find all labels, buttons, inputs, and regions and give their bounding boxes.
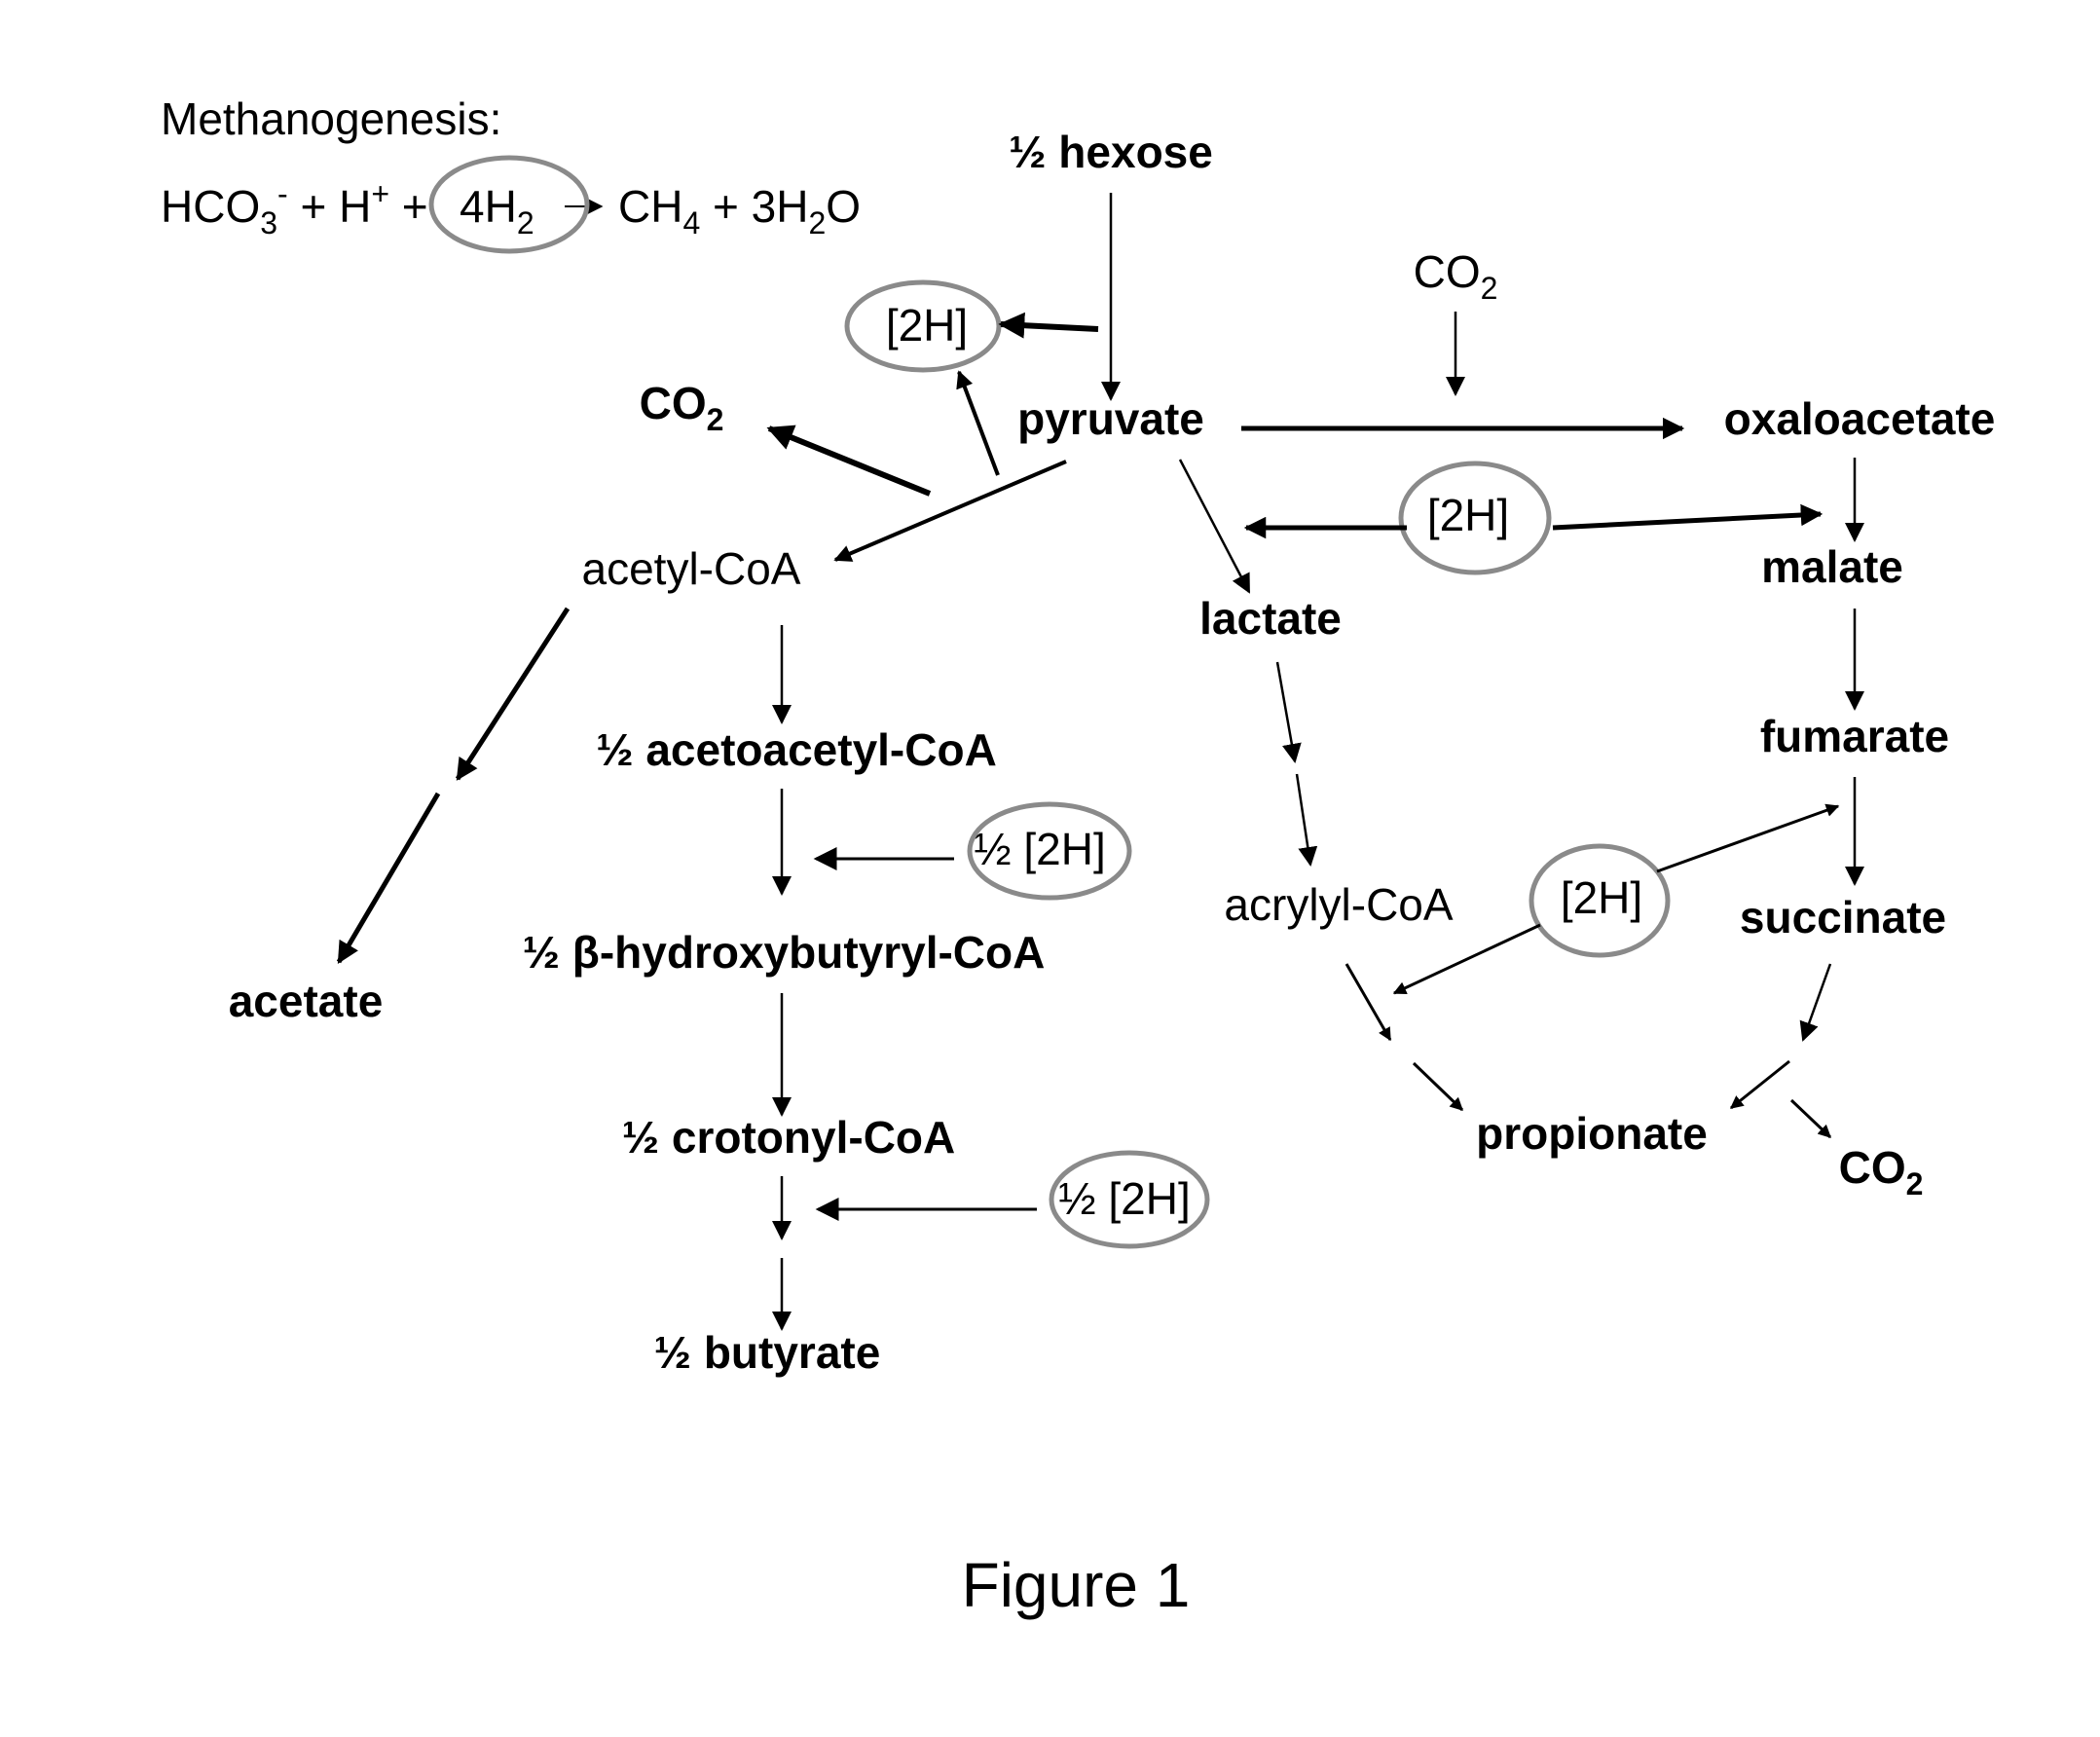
- arrow-acetylcoa-acetate-2: [339, 794, 438, 962]
- arrow-split-co2: [1791, 1100, 1830, 1137]
- node-succinate: succinate: [1740, 892, 1946, 942]
- figure-caption: Figure 1: [962, 1550, 1191, 1620]
- methanogenesis-equation: HCO3- + H+ +: [161, 176, 428, 240]
- node-hexose: ½ hexose: [1009, 127, 1213, 177]
- h2-token-fumarate: [2H]: [1561, 872, 1642, 923]
- node-fumarate: fumarate: [1760, 711, 1949, 761]
- node-acetyl-coa: acetyl-CoA: [582, 543, 801, 594]
- arrow-h2-to-fumarate: [1657, 806, 1838, 871]
- node-pyruvate: pyruvate: [1017, 393, 1204, 444]
- h2-token-pyruvate: [2H]: [886, 300, 968, 351]
- half-h2-token-acetoacetyl: ½ [2H]: [974, 824, 1106, 874]
- h2-term: 4H2: [460, 181, 534, 240]
- arrow-succinate-split: [1803, 964, 1830, 1040]
- ch4-term: CH4 + 3H2O: [618, 181, 861, 240]
- node-malate: malate: [1761, 541, 1903, 592]
- node-acetate: acetate: [229, 976, 384, 1026]
- node-acetoacetyl-coa: ½ acetoacetyl-CoA: [596, 724, 997, 775]
- arrow-branch-co2: [769, 428, 930, 494]
- arrow-branch-h2: [959, 372, 998, 475]
- arrow-h2-to-acrylyl: [1394, 925, 1540, 993]
- arrow-h2-to-malate: [1553, 514, 1821, 528]
- arrow-lactate-acrylyl-1: [1277, 662, 1295, 761]
- node-crotonyl-coa: ½ crotonyl-CoA: [622, 1112, 955, 1163]
- co2-top: CO2: [1414, 246, 1498, 306]
- arrow-acrylyl-propionate-1: [1346, 964, 1390, 1040]
- methanogenesis-title: Methanogenesis:: [161, 93, 501, 144]
- arrow-acrylyl-propionate-2: [1414, 1063, 1462, 1110]
- node-lactate: lactate: [1199, 593, 1342, 644]
- half-h2-token-crotonyl: ½ [2H]: [1058, 1173, 1191, 1224]
- arrow-split-propionate: [1731, 1061, 1789, 1108]
- arrow-lactate-acrylyl-2: [1297, 774, 1310, 865]
- node-hydroxybutyryl-coa: ½ β-hydroxybutyryl-CoA: [523, 927, 1046, 978]
- node-acrylyl-coa: acrylyl-CoA: [1224, 879, 1453, 930]
- arrow-pyruvate-acetylcoa: [835, 462, 1066, 560]
- co2-left: CO2: [640, 378, 724, 437]
- node-propionate: propionate: [1476, 1108, 1708, 1159]
- h2-token-malate: [2H]: [1427, 490, 1509, 540]
- co2-bottom-right: CO2: [1839, 1142, 1924, 1201]
- arrow-acetylcoa-acetate-1: [458, 609, 568, 779]
- arrow-pyruvate-lactate: [1180, 460, 1249, 592]
- node-oxaloacetate: oxaloacetate: [1724, 393, 1996, 444]
- node-butyrate: ½ butyrate: [654, 1327, 881, 1378]
- arrow-to-h2-pyruvate: [1001, 324, 1098, 329]
